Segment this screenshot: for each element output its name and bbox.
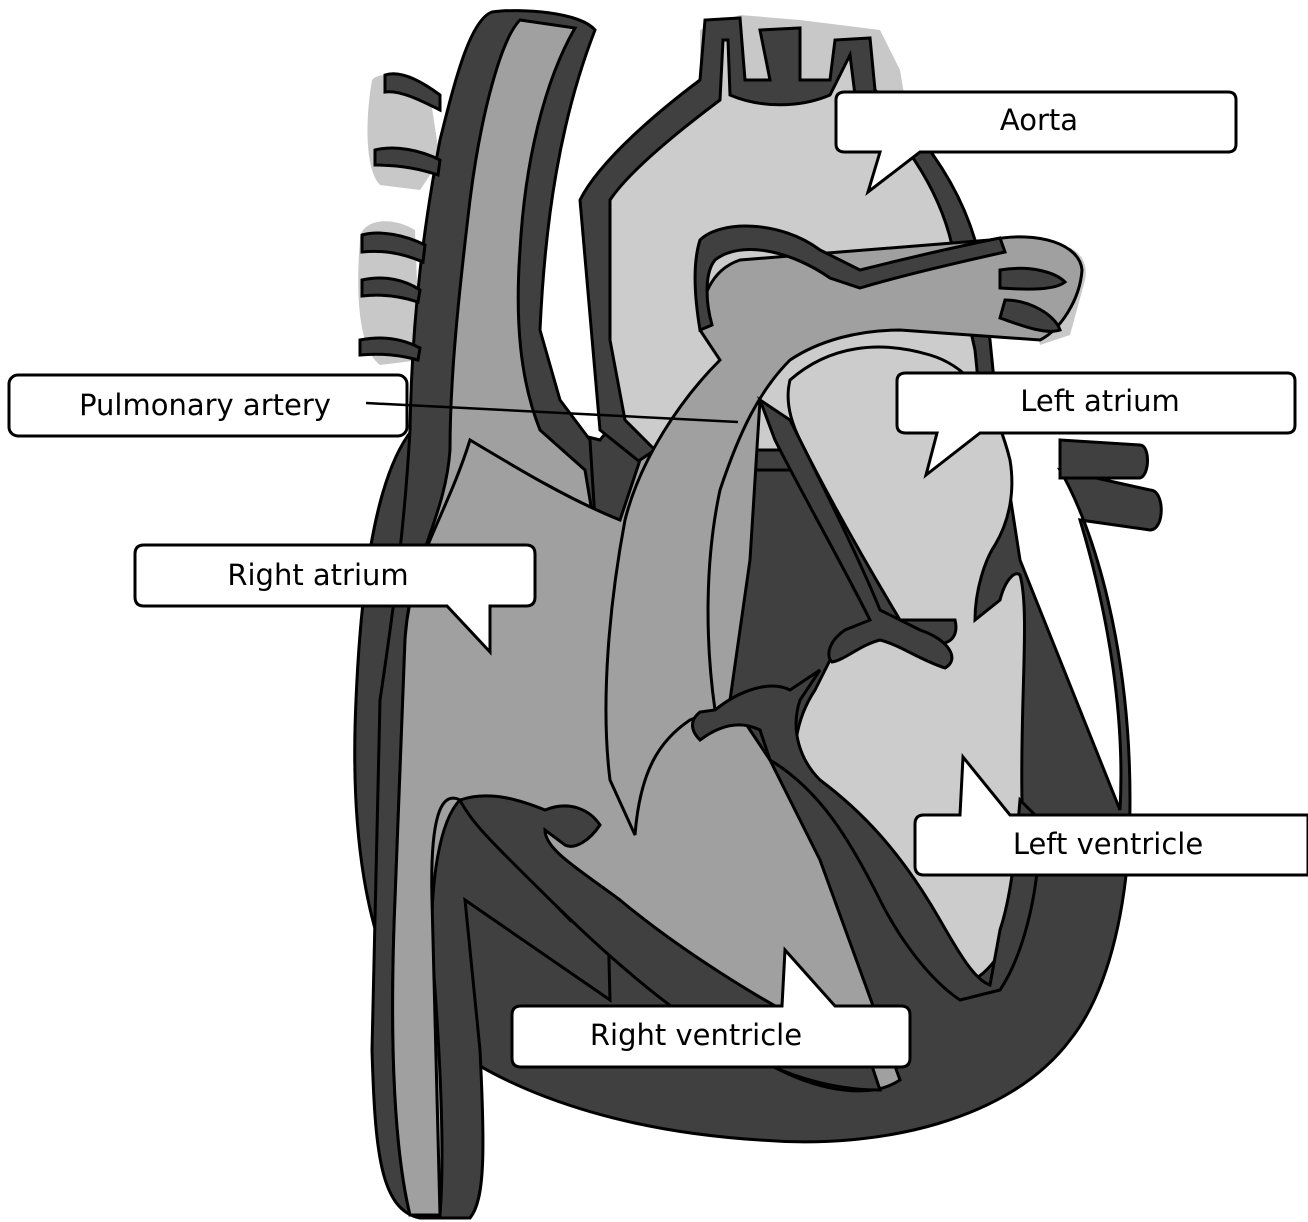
label-pulmonary-artery: Pulmonary artery: [79, 388, 331, 422]
label-left-atrium: Left atrium: [1020, 384, 1180, 418]
callout-right-atrium: Right atrium: [135, 545, 535, 652]
label-right-ventricle: Right ventricle: [590, 1018, 802, 1052]
label-right-atrium: Right atrium: [227, 558, 408, 592]
label-aorta: Aorta: [1000, 103, 1078, 137]
label-left-ventricle: Left ventricle: [1013, 827, 1203, 861]
callout-left-ventricle: Left ventricle: [915, 757, 1308, 875]
